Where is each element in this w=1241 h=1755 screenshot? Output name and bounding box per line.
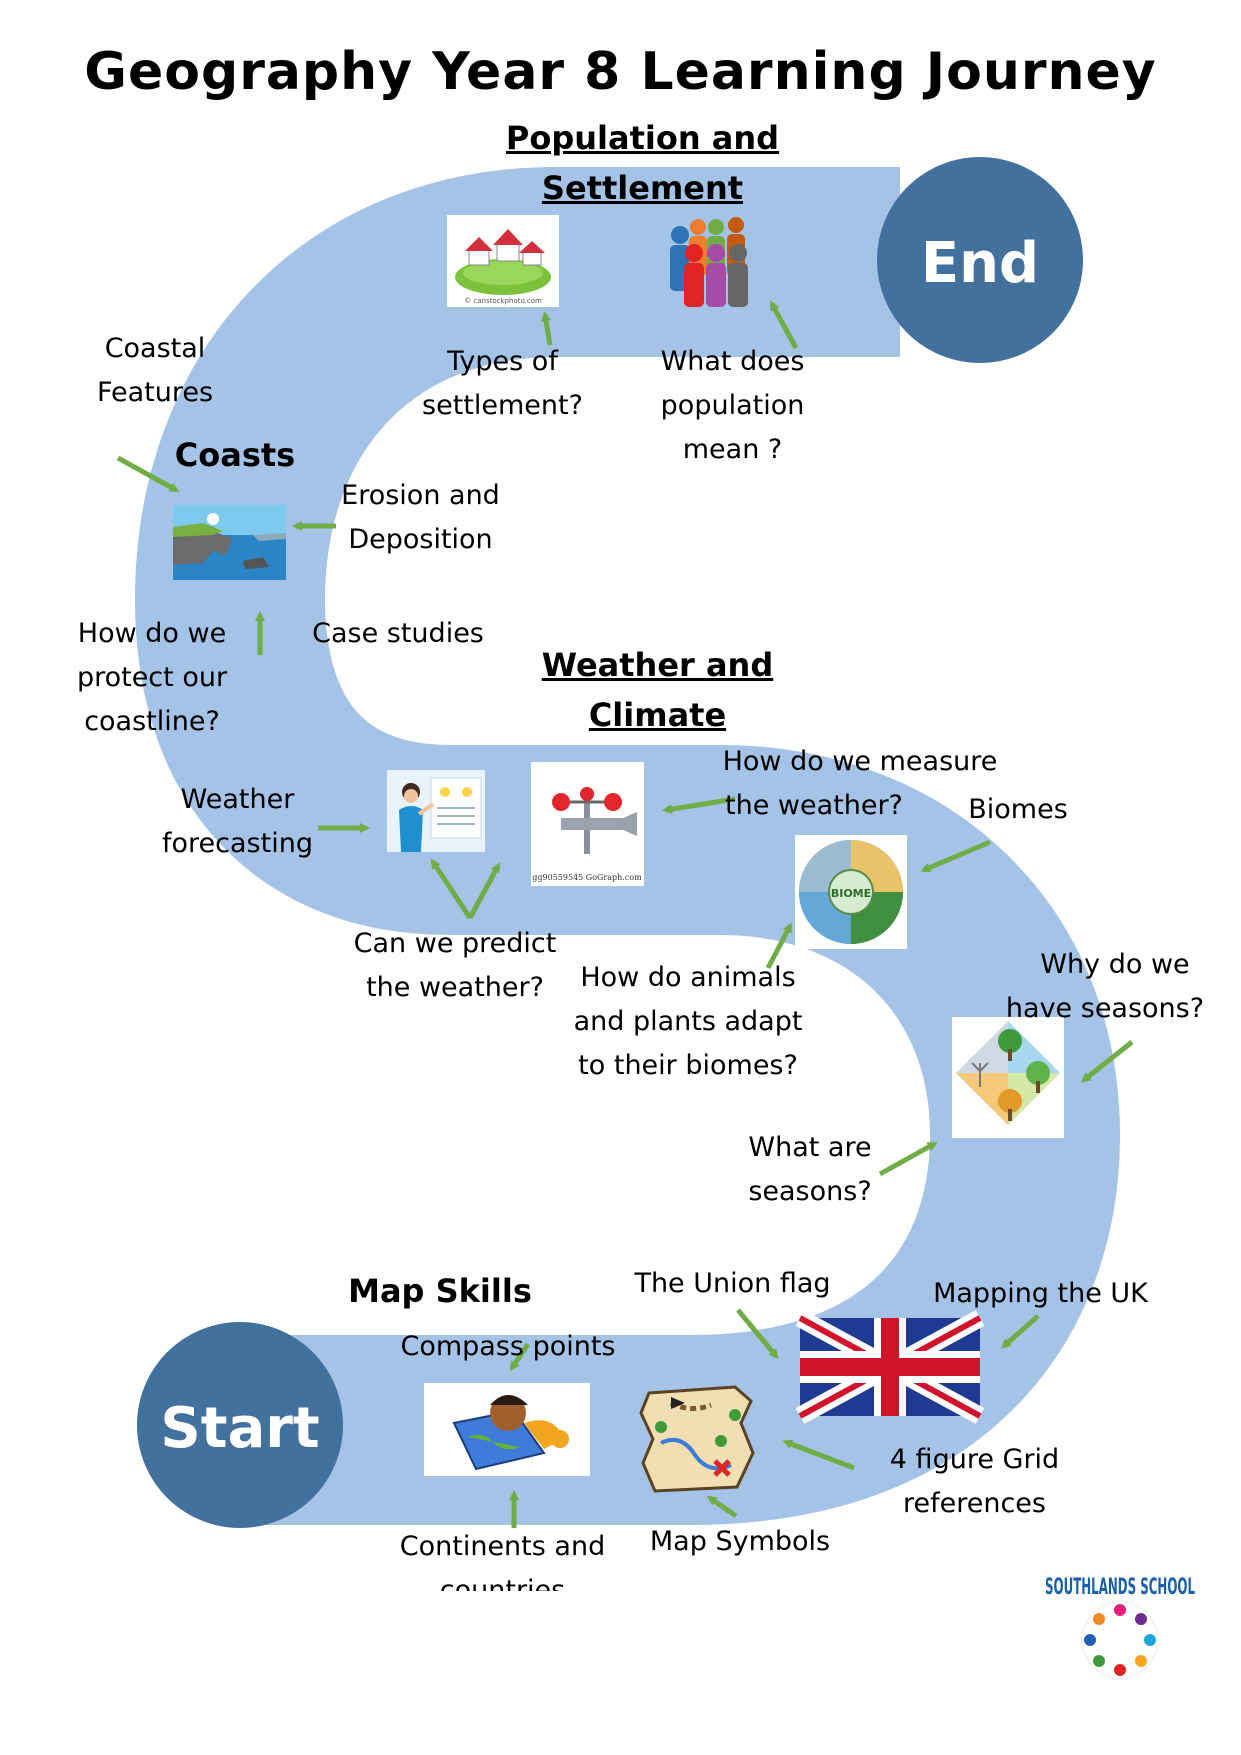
treasure-map-icon (639, 1385, 755, 1493)
arrow-what-seasons (878, 1141, 938, 1177)
arrows (116, 300, 1134, 1528)
label-compass-points: Compass points (400, 1331, 616, 1362)
topic-map-skills: Map Skills (348, 1272, 532, 1310)
label-what-population: What does population mean ? (660, 346, 805, 465)
arrow-mapping-uk (1001, 1314, 1040, 1349)
arrow-biomes (920, 839, 991, 873)
svg-text:gg90559545 GoGraph.com: gg90559545 GoGraph.com (532, 873, 642, 882)
arrow-coastal-features (116, 455, 180, 493)
union-flag-icon (795, 1310, 985, 1424)
logo-text: SOUTHLANDS SCHOOL (1045, 1575, 1195, 1600)
weather-forecaster-icon (387, 770, 485, 852)
label-measure-weather: How do we measure the weather? (722, 746, 998, 821)
label-coastal-features: Coastal Features (96, 333, 214, 408)
seasons-tree-icon (952, 1017, 1064, 1138)
label-mapping-uk: Mapping the UK (933, 1278, 1148, 1309)
school-logo: SOUTHLANDS SCHOOL (1045, 1575, 1195, 1679)
label-weather-forecasting: Weather forecasting (162, 784, 313, 859)
label-animals-plants: How do animals and plants adapt to their… (573, 962, 803, 1081)
label-what-seasons: What are seasons? (748, 1132, 872, 1207)
label-union-flag: The Union flag (634, 1268, 831, 1299)
page-title: Geography Year 8 Learning Journey (84, 42, 1157, 102)
end-node: End (877, 157, 1083, 363)
label-protect-coastline: How do we protect our coastline? (76, 618, 228, 737)
people-icon (670, 217, 748, 307)
arrow-measure (662, 796, 736, 814)
anemometer-icon: gg90559545 GoGraph.com (531, 762, 644, 886)
label-biomes: Biomes (968, 794, 1068, 825)
arrow-animals (765, 922, 793, 970)
label-grid-refs: 4 figure Grid references (889, 1444, 1060, 1519)
svg-text:© canstockphoto.com: © canstockphoto.com (464, 297, 542, 305)
start-label: Start (160, 1396, 319, 1461)
arrow-population (769, 300, 799, 350)
arrow-why-seasons (1080, 1040, 1134, 1083)
topic-weather: Weather and Climate (541, 646, 774, 734)
label-predict-weather: Can we predict the weather? (353, 928, 557, 1003)
arrow-map-symbols (706, 1495, 738, 1519)
topic-coasts: Coasts (174, 436, 296, 474)
end-label: End (921, 231, 1039, 296)
label-case-studies: Case studies (312, 618, 484, 649)
arrow-compass (509, 1342, 531, 1372)
label-types-settlement: Types of settlement? (422, 346, 583, 421)
arrow-predict-a (430, 858, 473, 920)
coast-icon (173, 505, 286, 580)
arrow-predict-b (467, 862, 501, 920)
arrow-types-settlement (541, 311, 553, 346)
label-erosion: Erosion and Deposition (341, 480, 500, 555)
label-why-seasons: Why do we have seasons? (1005, 949, 1205, 1024)
start-node: Start (137, 1322, 343, 1528)
arrow-grid (782, 1439, 855, 1471)
topic-population: Population and Settlement (505, 119, 780, 207)
explorer-map-icon (424, 1383, 590, 1476)
biome-badge: BIOME (831, 887, 871, 900)
arrow-union-flag (736, 1308, 779, 1360)
label-continents: Continents and countries (399, 1531, 606, 1591)
biome-icon: BIOME (795, 835, 907, 949)
label-map-symbols: Map Symbols (649, 1526, 831, 1557)
houses-icon: © canstockphoto.com (447, 215, 559, 307)
